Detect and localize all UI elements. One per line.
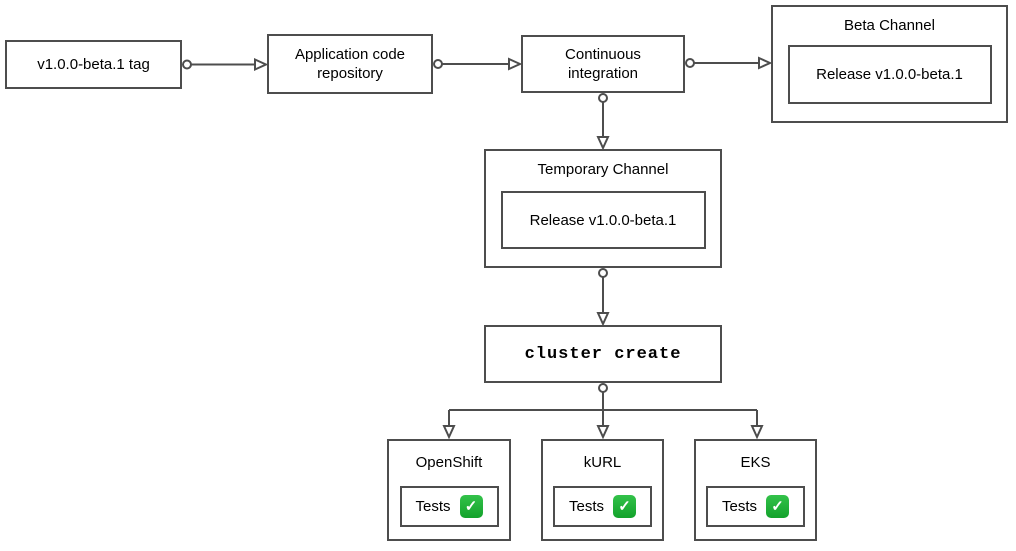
eks-tests-box: Tests ✓ xyxy=(706,486,805,527)
node-cluster-create: cluster create xyxy=(484,325,722,383)
version-tag-label: v1.0.0-beta.1 tag xyxy=(37,56,150,73)
arrow-ci-to-beta-channel xyxy=(685,56,773,70)
temporary-channel-title: Temporary Channel xyxy=(537,161,669,178)
openshift-tests-label: Tests xyxy=(415,498,451,515)
kurl-tests-label: Tests xyxy=(568,498,604,515)
beta-channel-release-label: Release v1.0.0-beta.1 xyxy=(816,66,963,83)
continuous-integration-label: Continuous integration xyxy=(565,46,641,82)
node-continuous-integration: Continuous integration xyxy=(521,35,685,93)
node-cluster-kurl: kURL Tests ✓ xyxy=(541,439,664,541)
cluster-create-label: cluster create xyxy=(524,344,682,364)
arrow-repo-to-ci xyxy=(433,57,523,71)
node-cluster-eks: EKS Tests ✓ xyxy=(694,439,817,541)
check-icon: ✓ xyxy=(613,495,636,518)
arrow-temporary-channel-to-cluster-create xyxy=(596,268,610,327)
check-icon: ✓ xyxy=(459,495,483,518)
openshift-tests-box: Tests ✓ xyxy=(399,486,499,527)
eks-title: EKS xyxy=(740,454,771,471)
check-icon: ✓ xyxy=(766,495,789,518)
application-code-repository-label: Application code repository xyxy=(294,46,406,82)
node-version-tag: v1.0.0-beta.1 tag xyxy=(5,40,182,89)
kurl-title: kURL xyxy=(583,454,622,471)
node-beta-channel: Beta Channel Release v1.0.0-beta.1 xyxy=(771,5,1008,123)
arrow-cluster-create-to-clusters xyxy=(442,383,764,440)
eks-tests-label: Tests xyxy=(721,498,757,515)
arrow-tag-to-repo xyxy=(182,57,269,72)
beta-channel-release-box: Release v1.0.0-beta.1 xyxy=(787,45,992,104)
temporary-channel-release-box: Release v1.0.0-beta.1 xyxy=(500,191,706,249)
node-temporary-channel: Temporary Channel Release v1.0.0-beta.1 xyxy=(484,149,722,268)
node-application-code-repository: Application code repository xyxy=(267,34,433,94)
kurl-tests-box: Tests ✓ xyxy=(553,486,652,527)
node-cluster-openshift: OpenShift Tests ✓ xyxy=(387,439,511,541)
arrow-ci-to-temporary-channel xyxy=(596,93,610,151)
temporary-channel-release-label: Release v1.0.0-beta.1 xyxy=(529,211,677,229)
openshift-title: OpenShift xyxy=(415,454,483,471)
beta-channel-title: Beta Channel xyxy=(844,17,935,34)
